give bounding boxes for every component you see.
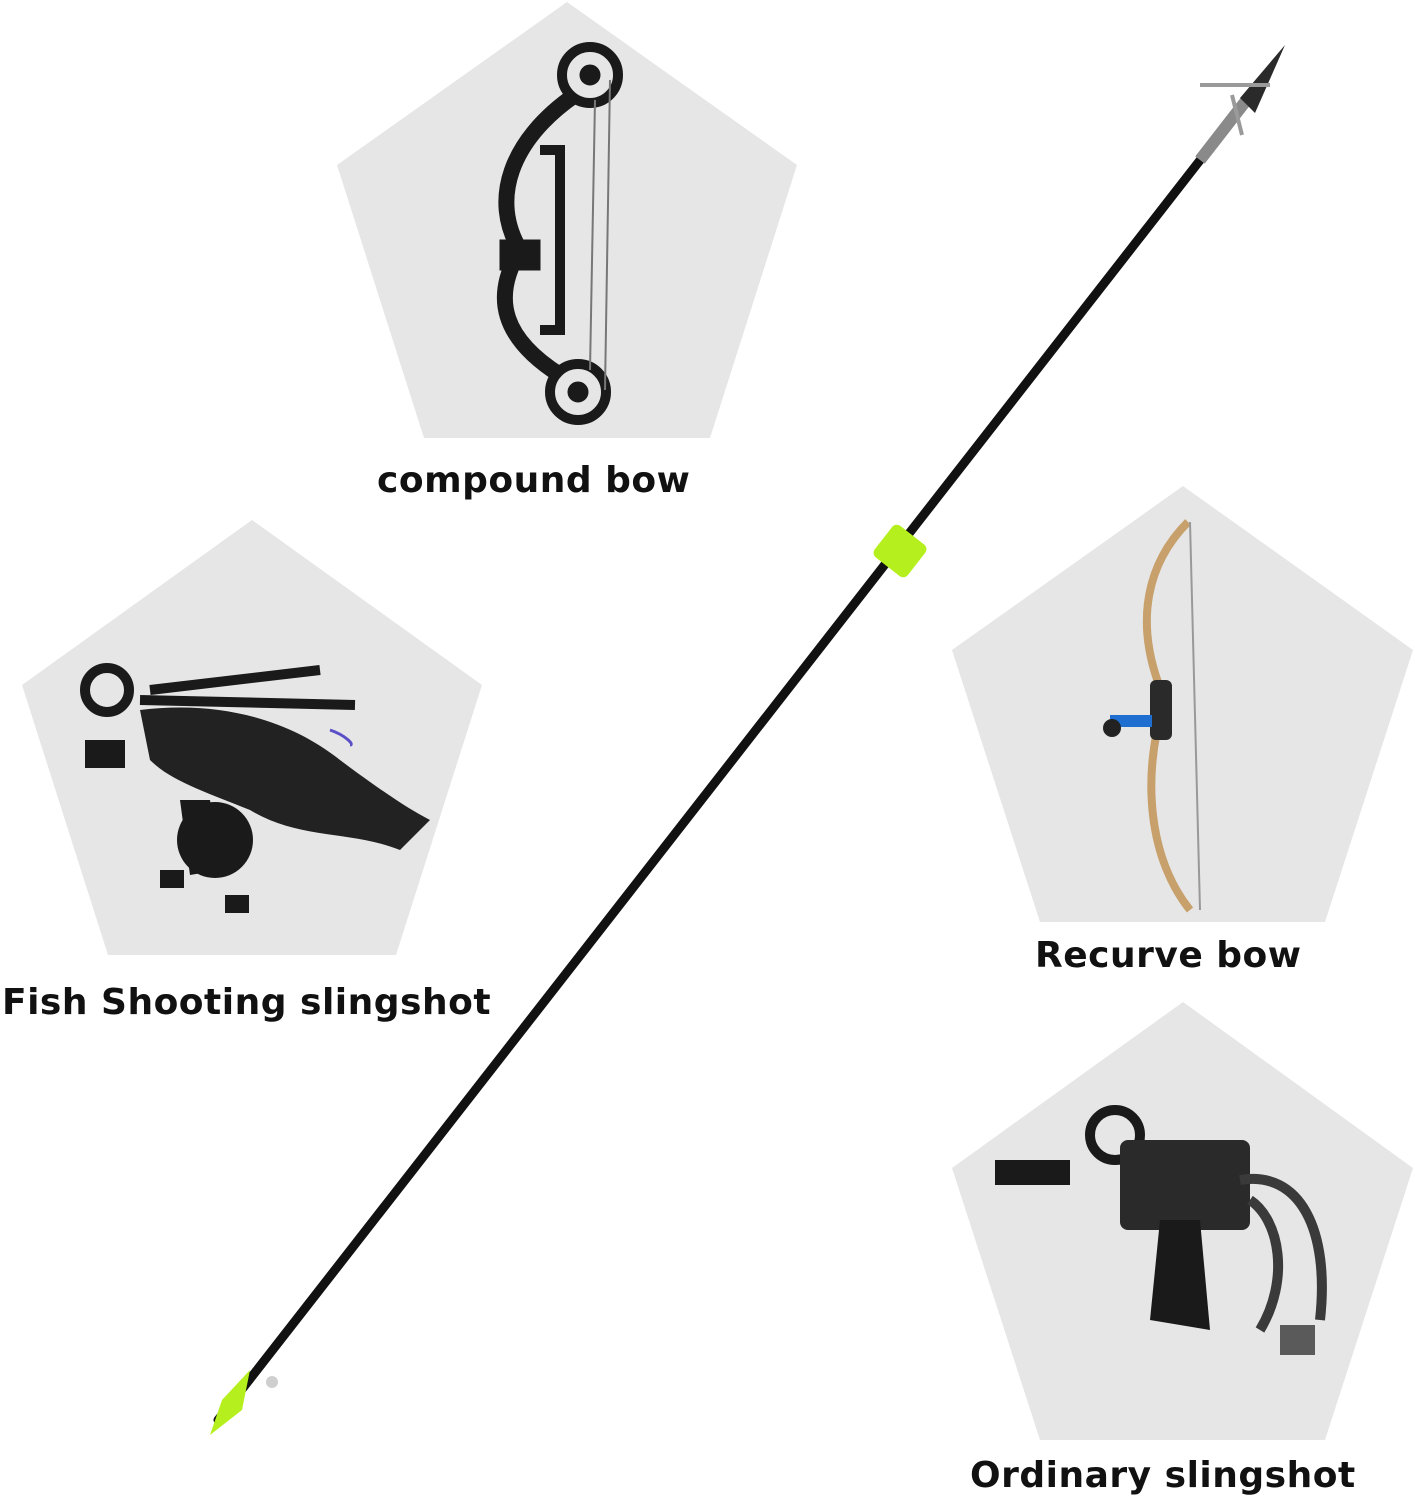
fish-slingshot-icon bbox=[80, 663, 430, 913]
compound-bow-icon bbox=[496, 42, 623, 425]
fish-slingshot-label: Fish Shooting slingshot bbox=[2, 982, 492, 1023]
recurve-bow-pentagon bbox=[952, 486, 1413, 922]
recurve-bow-icon bbox=[1103, 519, 1201, 913]
compound-bow-label: compound bow bbox=[377, 460, 691, 501]
compound-bow-pentagon bbox=[337, 2, 797, 438]
recurve-bow-label: Recurve bow bbox=[1035, 935, 1302, 976]
ordinary-slingshot-label: Ordinary slingshot bbox=[970, 1455, 1356, 1496]
fishing-arrow-icon bbox=[210, 45, 1285, 1435]
ordinary-slingshot-icon bbox=[995, 1105, 1327, 1355]
